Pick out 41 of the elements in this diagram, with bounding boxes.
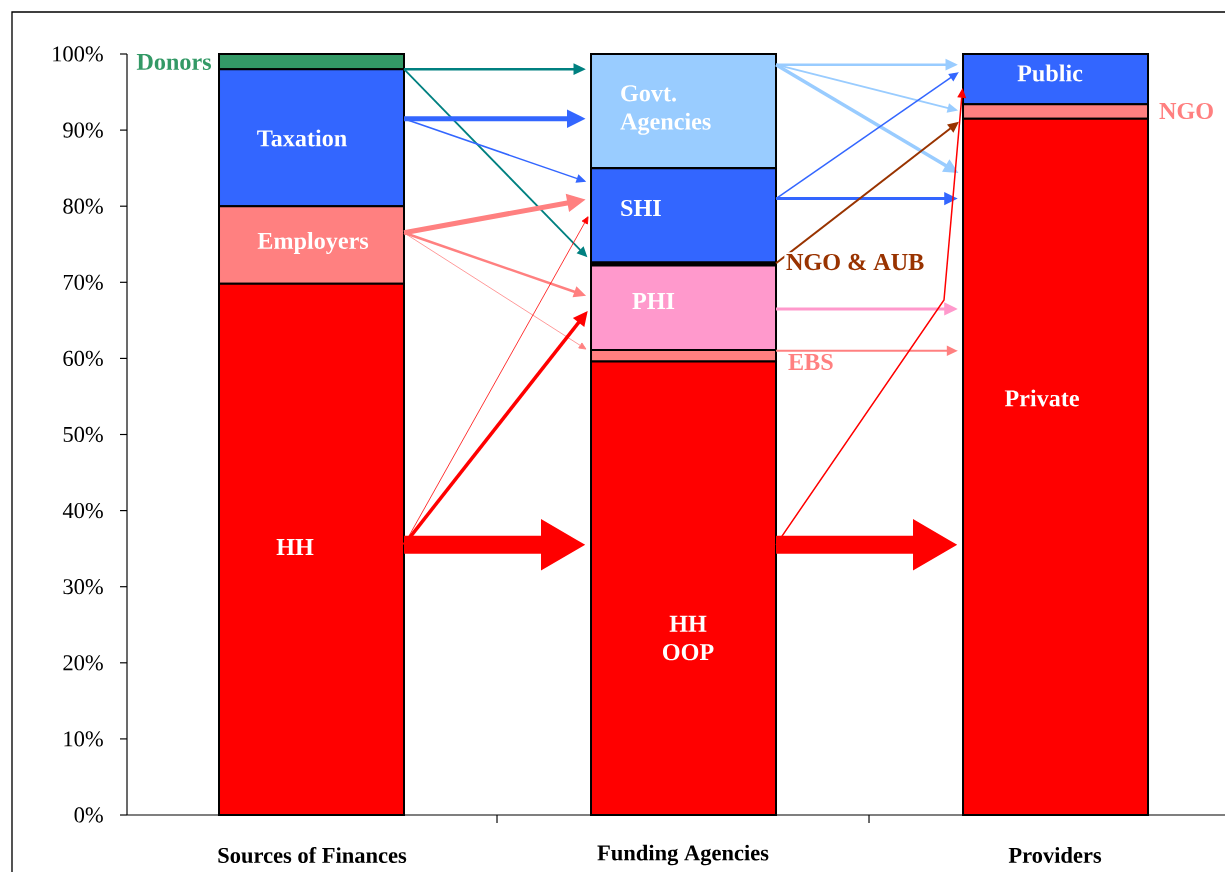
bar-segment bbox=[218, 205, 405, 285]
segment-label: Private bbox=[1004, 389, 1079, 407]
segment-label: PHI bbox=[632, 293, 675, 309]
tick-label: 20% bbox=[63, 655, 103, 671]
arrow bbox=[403, 216, 589, 546]
bar-segment bbox=[590, 167, 777, 264]
bar-segment bbox=[590, 349, 777, 363]
tick-label: 0% bbox=[74, 807, 103, 823]
category-label: Funding Agencies bbox=[597, 844, 769, 866]
tick-label: 10% bbox=[64, 731, 103, 747]
bar-segment bbox=[590, 360, 777, 816]
bar-segment bbox=[590, 52, 777, 170]
tick-label: 90% bbox=[63, 122, 103, 138]
segment-label: Govt. Agencies bbox=[620, 85, 711, 135]
segment-label: HH bbox=[276, 539, 314, 555]
segment-label: Public bbox=[1017, 64, 1083, 82]
bar-segment bbox=[218, 53, 405, 71]
tick-label: 60% bbox=[63, 350, 103, 366]
tick-label: 70% bbox=[63, 274, 103, 290]
tick-label: 50% bbox=[63, 426, 103, 443]
segment-label: EBS bbox=[786, 352, 836, 372]
bar-segment bbox=[962, 103, 1149, 120]
bar-segment bbox=[962, 52, 1149, 106]
arrow bbox=[775, 72, 959, 200]
tick-label: 40% bbox=[62, 502, 103, 519]
bar-segment bbox=[218, 68, 405, 208]
category-label: Providers bbox=[1008, 847, 1102, 863]
tick-label: 100% bbox=[53, 46, 103, 62]
bar-segment bbox=[590, 264, 777, 351]
segment-label: Employers bbox=[257, 232, 369, 254]
segment-label: Taxation bbox=[257, 129, 347, 147]
segment-label: NGO bbox=[1157, 101, 1216, 121]
segment-label: Donors bbox=[134, 52, 214, 72]
segment-label: HH OOP bbox=[663, 615, 714, 661]
category-label: Sources of Finances bbox=[218, 846, 407, 864]
bar-segment bbox=[218, 282, 405, 816]
segment-label: NGO & AUB bbox=[784, 252, 926, 272]
segment-label: SHI bbox=[621, 199, 661, 217]
bar-segment bbox=[962, 117, 1149, 816]
tick-label: 80% bbox=[63, 198, 103, 214]
tick-label: 30% bbox=[63, 579, 103, 595]
